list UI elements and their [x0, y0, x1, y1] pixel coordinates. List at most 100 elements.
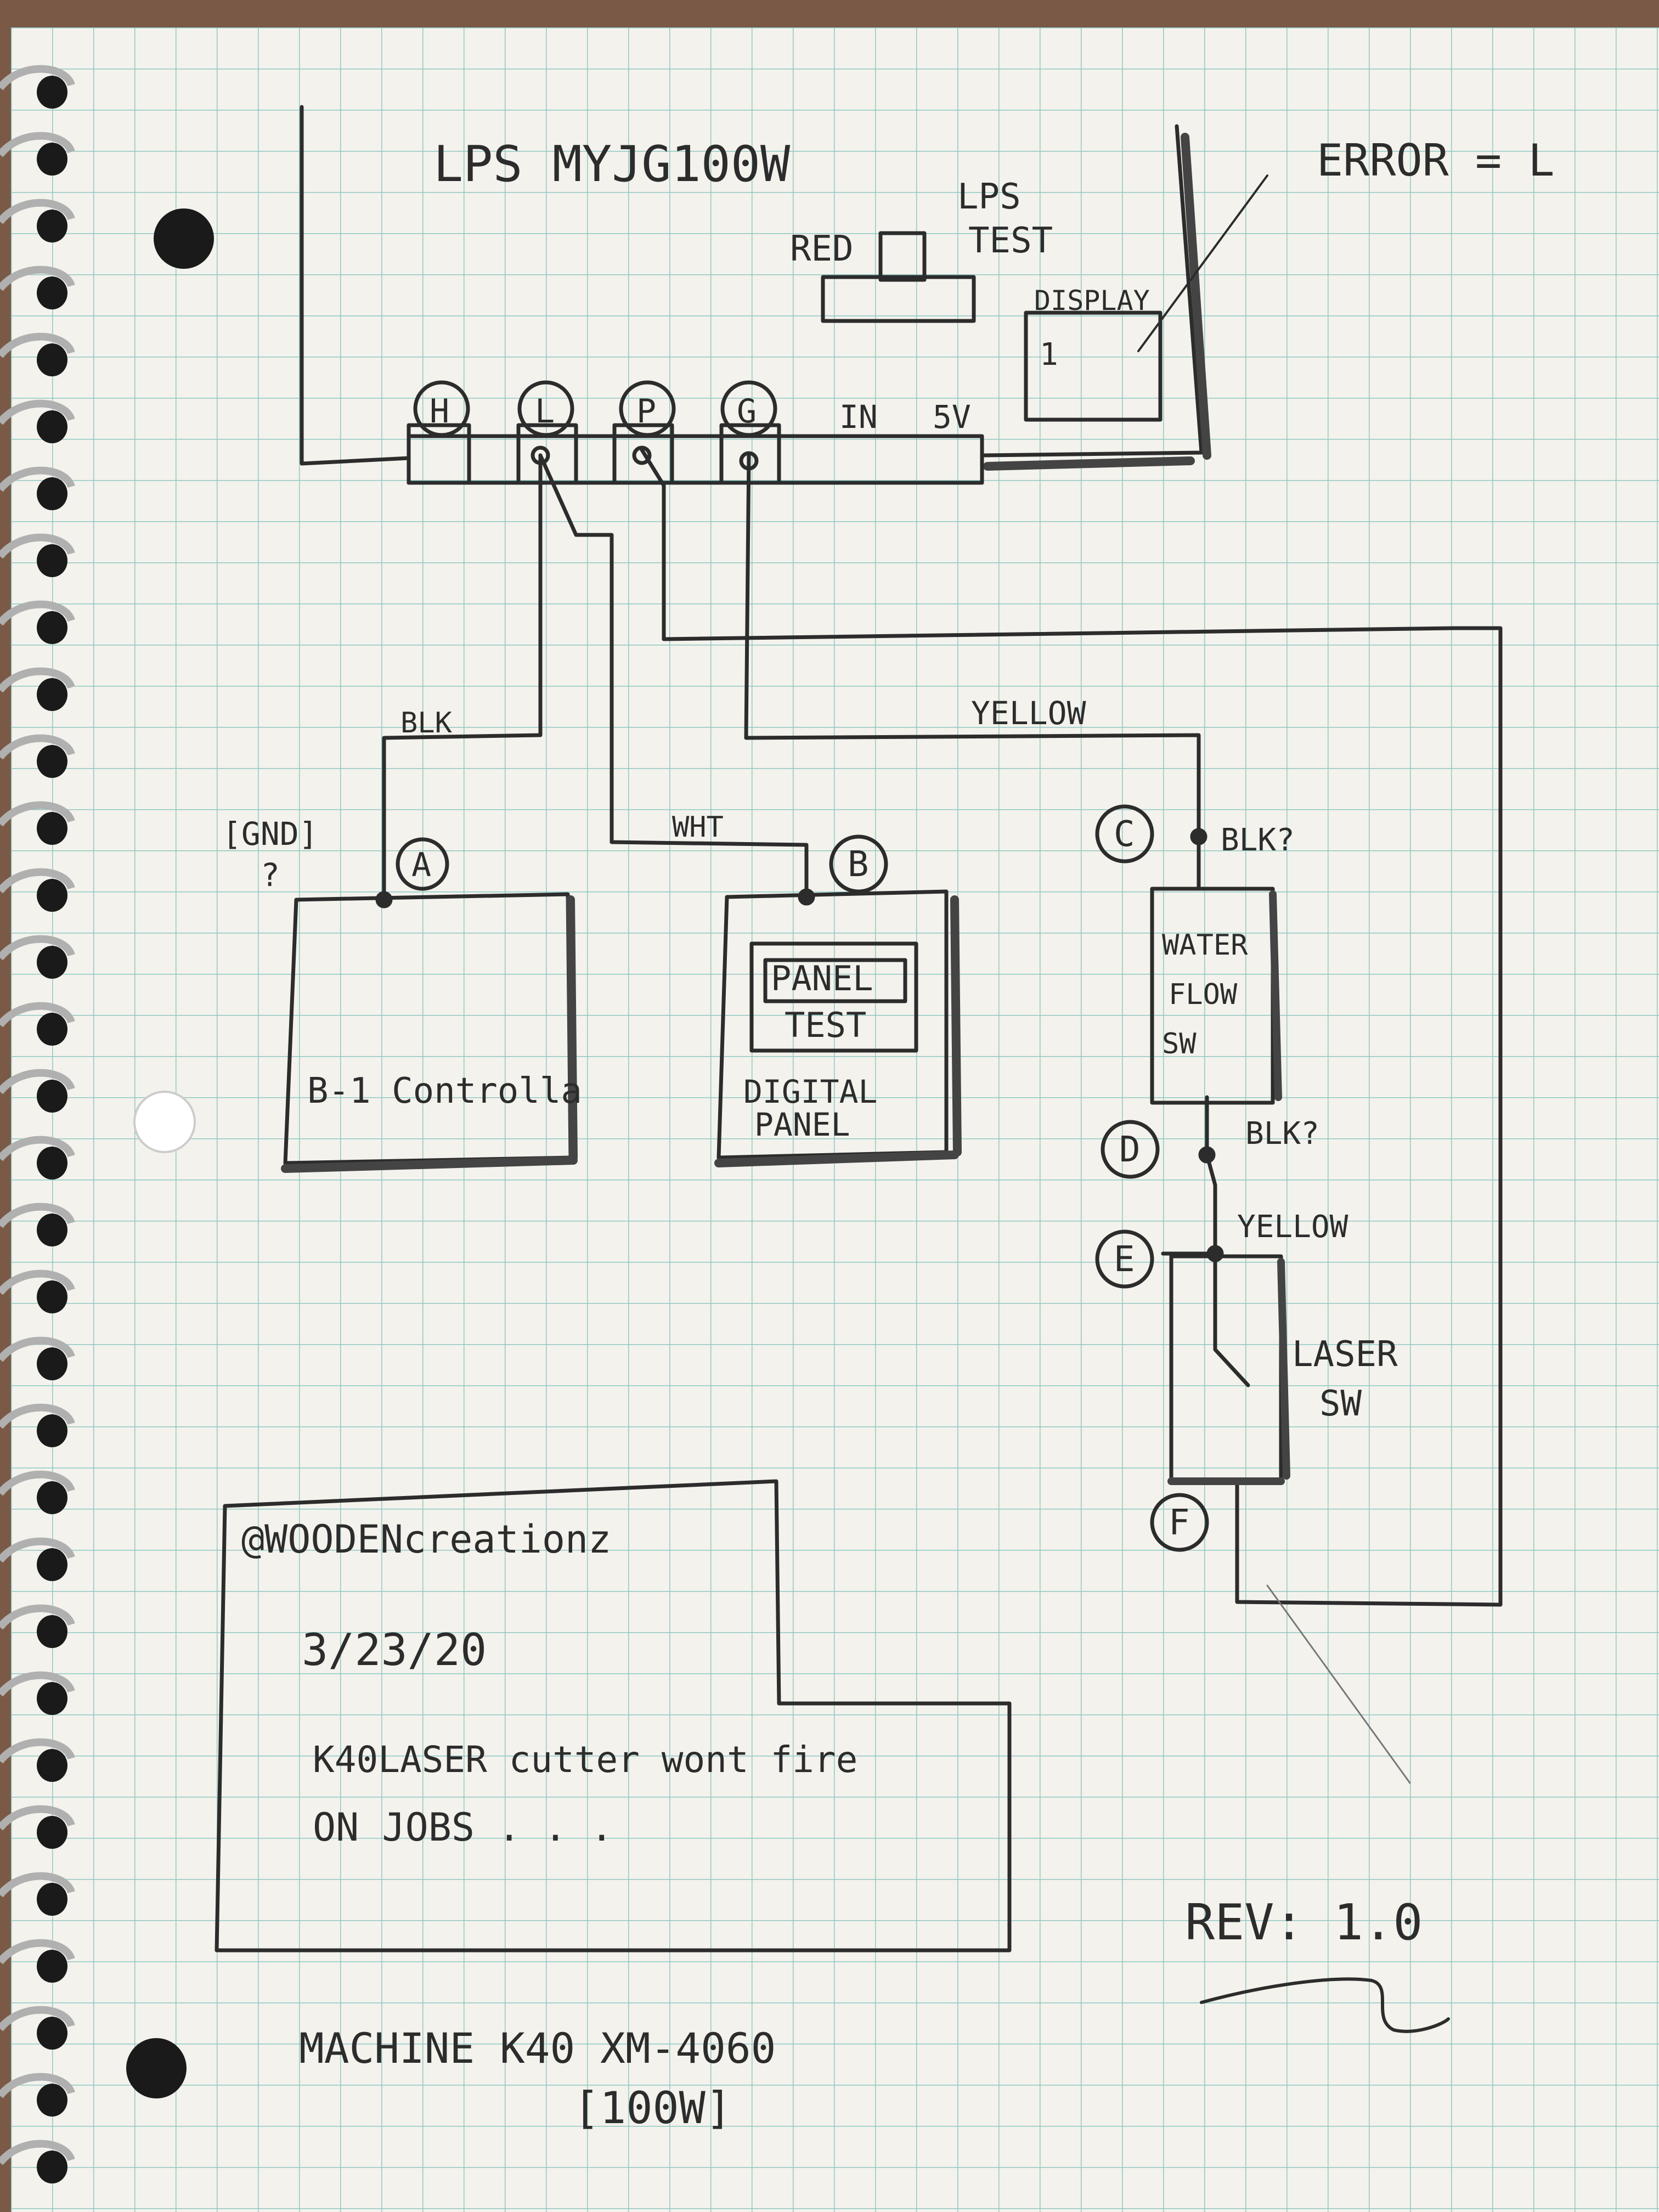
spiral-hole [37, 1749, 67, 1782]
spiral-loop [0, 1069, 75, 1094]
spiral-loop [0, 868, 75, 894]
spiral-loop [0, 667, 75, 693]
lps-test-label-line1: LPS [957, 177, 1021, 217]
spiral-hole [37, 143, 67, 176]
lps-test-red-button [878, 231, 927, 282]
spiral-loop [0, 533, 75, 559]
spiral-hole [37, 1414, 67, 1447]
spiral-loop [0, 1537, 75, 1563]
spiral-hole [37, 1147, 67, 1180]
stray-pencil-line [1266, 1584, 1411, 1784]
spiral-loop [0, 1671, 75, 1697]
spiral-hole [37, 1548, 67, 1581]
notes-handle: @WOODENcreationz [241, 1517, 611, 1562]
spiral-loop [0, 466, 75, 492]
lps-test-label-line2: TEST [968, 221, 1053, 261]
lps-test-button-outline [821, 275, 976, 323]
notes-line1: K40LASER cutter wont fire [313, 1739, 857, 1781]
spiral-hole [37, 1280, 67, 1313]
spiral-hole [37, 1816, 67, 1849]
spiral-hole [37, 2151, 67, 2183]
node-f-label: F [1169, 1503, 1190, 1543]
panel-test-label-line1: PANEL [771, 958, 873, 998]
laser-sw-label-line1: LASER [1292, 1334, 1398, 1375]
b1-controller-label: B-1 Controlla [307, 1071, 582, 1111]
spiral-hole [37, 544, 67, 577]
spiral-loop [0, 935, 75, 961]
spiral-loop [0, 1805, 75, 1831]
spiral-loop [0, 734, 75, 760]
terminal-l-box [516, 423, 578, 485]
terminal-p-label: P [636, 392, 656, 431]
spiral-loop [0, 801, 75, 827]
wire-blk-d-label: BLK? [1245, 1116, 1319, 1152]
wire-wht-label: WHT [672, 811, 724, 844]
wire-wht-l-to-b [538, 453, 809, 899]
terminal-g-circle [720, 380, 777, 437]
red-button-label: RED [790, 229, 854, 269]
terminal-h-label: H [430, 392, 449, 431]
node-d-circle [1101, 1120, 1160, 1179]
wire-p-to-laser-sw [640, 448, 1503, 1607]
digital-panel-shading [714, 895, 962, 1167]
spiral-hole [37, 76, 67, 109]
lps-enclosure-outline [300, 105, 1204, 466]
spiral-hole [37, 745, 67, 778]
spiral-loop [0, 1336, 75, 1362]
spiral-hole [37, 410, 67, 443]
display-label: DISPLAY [1034, 285, 1150, 317]
terminal-l-screw [531, 445, 550, 465]
spiral-loop [0, 2140, 75, 2165]
node-a-label: A [411, 846, 431, 884]
water-flow-label-line2: FLOW [1169, 978, 1238, 1011]
notes-line2: ON JOBS . . . [313, 1805, 613, 1850]
spiral-hole [37, 1013, 67, 1046]
lps-display-outline [1024, 311, 1163, 422]
spiral-hole [37, 1481, 67, 1514]
terminal-g-screw [739, 451, 759, 471]
display-value: 1 [1040, 337, 1058, 373]
spiral-hole [37, 678, 67, 711]
spiral-loop [0, 2006, 75, 2032]
terminal-5v-label: 5V [933, 398, 971, 436]
water-flow-label-line3: SW [1162, 1028, 1197, 1060]
terminal-l-circle [517, 380, 574, 437]
digital-panel-label-line1: DIGITAL [743, 1073, 877, 1110]
spiral-loop [0, 1002, 75, 1028]
terminal-p-circle [619, 380, 676, 437]
spiral-loop [0, 65, 75, 91]
wire-blk-l-to-a [382, 453, 543, 902]
wire-blk-c-label: BLK? [1221, 822, 1295, 858]
spiral-loop [0, 1203, 75, 1228]
notes-box-outline [215, 1479, 1012, 1953]
spiral-hole [37, 946, 67, 979]
spiral-loop [0, 1470, 75, 1496]
notes-date: 3/23/20 [302, 1624, 487, 1675]
spiral-loop [0, 600, 75, 626]
spiral-hole [37, 611, 67, 644]
digital-panel-label-line2: PANEL [754, 1106, 850, 1143]
spiral-hole [37, 343, 67, 376]
spiral-hole [37, 276, 67, 309]
terminal-in-label: IN [839, 398, 878, 436]
spiral-loop [0, 199, 75, 224]
wire-yellow-top-label: YELLOW [971, 695, 1086, 732]
node-e-circle [1095, 1229, 1154, 1289]
gnd-label: [GND] [222, 815, 318, 853]
spiral-hole [37, 1682, 67, 1715]
terminal-h-box [407, 423, 471, 485]
terminal-h-circle [413, 380, 470, 437]
laser-sw-label-line2: SW [1319, 1384, 1362, 1424]
spiral-binding [0, 65, 75, 2183]
laser-switch-shading [1167, 1258, 1290, 1485]
spiral-hole [37, 1950, 67, 1983]
node-c-circle [1095, 804, 1154, 864]
spiral-loop [0, 1738, 75, 1764]
wire-yellow-e-label: YELLOW [1237, 1209, 1348, 1245]
terminal-g-label: G [737, 392, 757, 431]
error-note: ERROR = L [1317, 135, 1554, 186]
revision-label: REV: 1.0 [1185, 1894, 1423, 1951]
spiral-hole [37, 1347, 67, 1380]
punch-hole-bottom [126, 2038, 187, 2098]
